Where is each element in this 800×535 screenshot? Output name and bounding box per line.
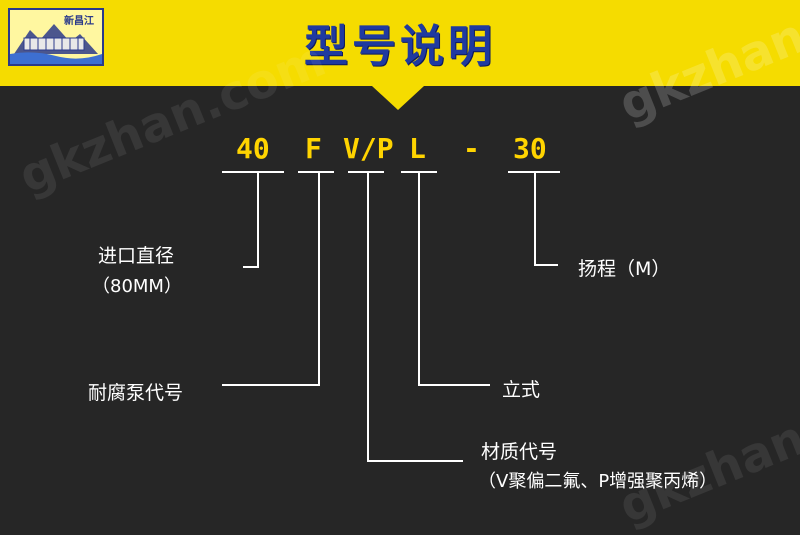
label-material-detail: （V聚偏二氟、P增强聚丙烯） xyxy=(478,471,718,492)
underline-diameter xyxy=(222,171,284,173)
code-part-diameter: 40 xyxy=(236,132,270,165)
underline-material xyxy=(348,171,384,173)
label-vertical: 立式 xyxy=(502,379,541,401)
connector-pump xyxy=(318,172,320,386)
connector-vertical-tick xyxy=(418,384,490,386)
code-part-dash: - xyxy=(463,132,480,165)
company-logo: 新昌江 xyxy=(8,8,104,66)
header-banner xyxy=(0,0,800,86)
connector-material xyxy=(367,172,369,462)
label-inlet-diameter: 进口直径 xyxy=(98,245,175,267)
connector-material-tick xyxy=(367,460,463,462)
connector-head xyxy=(534,172,536,266)
watermark: gkzhan.com xyxy=(611,361,800,535)
underline-pump xyxy=(298,171,334,173)
logo-text: 新昌江 xyxy=(64,16,94,27)
code-part-material: V/P xyxy=(343,132,394,165)
page-title: 型号说明 xyxy=(304,21,496,72)
label-pump-code: 耐腐泵代号 xyxy=(88,382,184,404)
connector-vertical xyxy=(418,172,420,386)
header-pointer xyxy=(372,86,424,110)
label-material-code: 材质代号 xyxy=(481,441,558,463)
connector-diameter xyxy=(257,172,259,268)
label-inlet-diameter-detail: （80MM） xyxy=(92,276,182,297)
connector-diameter-tick xyxy=(243,266,259,268)
code-part-head: 30 xyxy=(513,132,547,165)
label-head: 扬程（M） xyxy=(578,258,671,280)
code-part-vertical: L xyxy=(409,132,426,165)
code-part-pump: F xyxy=(305,132,322,165)
connector-pump-tick xyxy=(222,384,320,386)
dam-icon xyxy=(10,10,102,64)
connector-head-tick xyxy=(534,264,558,266)
